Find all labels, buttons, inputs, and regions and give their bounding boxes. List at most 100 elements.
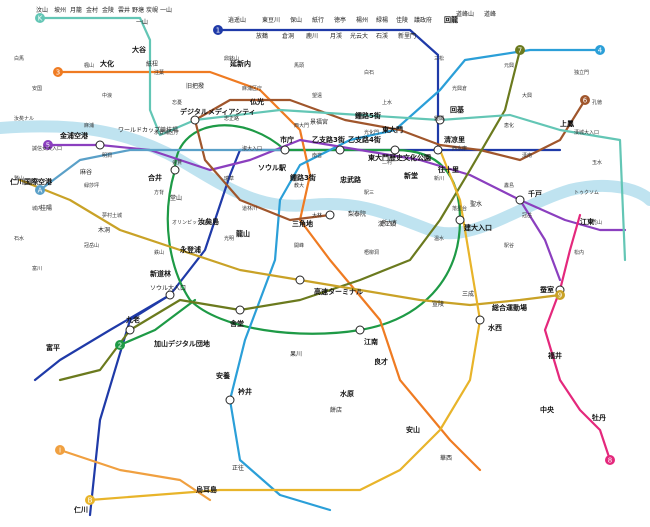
transfer-gimpo-airport[interactable]: [95, 140, 105, 150]
badge-line-7[interactable]: 7: [515, 45, 525, 55]
station-label[interactable]: 汶山: [36, 6, 48, 14]
station-label[interactable]: 楓山: [84, 62, 94, 69]
badge-line-9[interactable]: 9: [555, 290, 565, 300]
badge-line-6[interactable]: 6: [580, 95, 590, 105]
badge-line-a[interactable]: A: [35, 185, 45, 195]
station-samgakji[interactable]: 三角地: [292, 219, 313, 228]
station-sicheong[interactable]: 市庁: [280, 135, 294, 144]
station-label[interactable]: 二村: [382, 159, 392, 166]
station-label[interactable]: オリンピック公園: [172, 220, 212, 226]
transfer-dmc[interactable]: [190, 115, 200, 125]
station-label[interactable]: 坡州: [54, 6, 66, 14]
station-label[interactable]: 放鶴: [256, 32, 268, 40]
station-dmc[interactable]: デジタルメディアシティ: [180, 107, 256, 116]
station-cheongnyangni[interactable]: 清凉里: [444, 135, 465, 144]
station-label[interactable]: 佳陵: [396, 16, 408, 24]
station-label[interactable]: 白石: [364, 69, 374, 76]
station-guro[interactable]: 九老: [125, 315, 140, 324]
transfer-suseo[interactable]: [475, 315, 485, 325]
station-gasan[interactable]: 加山デジタル団地: [153, 339, 210, 348]
station-label[interactable]: 金陵: [102, 6, 114, 14]
station-label[interactable]: 禿山: [592, 219, 602, 226]
station-hangang[interactable]: 漢江鎮: [378, 220, 396, 228]
station-jamsil[interactable]: 蚕室: [539, 285, 554, 294]
station-jongno5ga[interactable]: 鍾路5街: [355, 111, 381, 120]
station-label[interactable]: 漢城大入口: [574, 129, 599, 136]
station-euljiro3ga[interactable]: 乙支路3街: [312, 135, 345, 144]
station-label[interactable]: 光明: [224, 235, 234, 242]
station-yeonsinnae[interactable]: 延新内: [229, 59, 251, 68]
station-daehwa[interactable]: 大化: [100, 59, 114, 68]
station-label[interactable]: 野塘: [132, 6, 144, 14]
station-label[interactable]: 冠岳山: [84, 242, 99, 249]
station-label[interactable]: 光化門: [364, 129, 379, 136]
station-label[interactable]: 月籠: [70, 6, 82, 14]
station-label[interactable]: トゥクソム: [574, 190, 599, 196]
badge-line-k[interactable]: K: [35, 13, 45, 23]
station-cheonho[interactable]: 千戸: [528, 189, 542, 198]
station-label[interactable]: 雲井: [118, 6, 130, 14]
station-suseo[interactable]: 水西: [488, 323, 502, 332]
station-label[interactable]: 光云大: [350, 32, 368, 40]
station-label[interactable]: 松内: [574, 249, 584, 256]
station-label[interactable]: 明洞: [102, 152, 112, 159]
station-yeongdeungpo[interactable]: 永登浦: [179, 245, 201, 254]
station-label[interactable]: 瑞草: [224, 175, 234, 182]
station-label[interactable]: 汝矣ナル: [14, 115, 34, 122]
station-label[interactable]: 夢村土城: [102, 212, 122, 219]
station-bupyeong[interactable]: 富平: [46, 343, 60, 352]
station-gwacheon[interactable]: 果川: [290, 351, 302, 358]
station-label[interactable]: 石渓: [376, 32, 388, 40]
station-label[interactable]: 冠岳: [522, 212, 532, 219]
station-label[interactable]: 誠信女大入口: [32, 145, 62, 152]
station-label[interactable]: 鍾閣: [434, 115, 444, 122]
station-magok[interactable]: 麻谷: [80, 168, 92, 176]
station-hwaseo[interactable]: 華西: [440, 454, 452, 462]
station-hoegi[interactable]: 回基: [450, 105, 465, 114]
station-hapjeong[interactable]: 合井: [147, 173, 162, 182]
station-sindang[interactable]: 新堂: [404, 171, 418, 180]
station-itaewon[interactable]: 梨泰院: [348, 210, 366, 218]
station-label[interactable]: 大林: [312, 212, 322, 219]
station-label[interactable]: 忠正路: [224, 115, 239, 122]
transfer-euljiro[interactable]: [335, 145, 345, 155]
station-gyeongbokgung[interactable]: 景福宮: [310, 118, 328, 126]
badge-line-5[interactable]: 5: [43, 140, 53, 150]
station-jongno3ga[interactable]: 鍾路3街: [290, 173, 316, 182]
station-label[interactable]: 望遠: [312, 92, 322, 99]
badge-line-2[interactable]: 2: [115, 340, 125, 350]
station-oido[interactable]: 烏耳島: [196, 485, 217, 494]
station-label[interactable]: 梧柳洞: [364, 249, 379, 256]
station-label[interactable]: 開峰: [294, 242, 304, 249]
station-label[interactable]: 道峰山: [456, 10, 474, 18]
badge-line-i[interactable]: I: [55, 445, 65, 455]
badge-line-b[interactable]: B: [85, 495, 95, 505]
station-gupabal[interactable]: 旧把撥: [186, 82, 204, 90]
station-jichuk[interactable]: 紙杻: [146, 60, 158, 68]
station-sindorim[interactable]: 新道林: [150, 269, 172, 278]
station-label[interactable]: 新大方: [382, 219, 397, 226]
station-label[interactable]: 炭峴: [146, 6, 158, 14]
station-sadang[interactable]: 舎堂: [230, 319, 244, 328]
station-label[interactable]: 新川: [434, 175, 444, 182]
station-label[interactable]: 新里門: [398, 32, 416, 40]
station-label[interactable]: 東豆川: [262, 16, 280, 24]
station-label[interactable]: 教大: [294, 182, 304, 189]
station-yongsan[interactable]: 龍山: [236, 229, 250, 238]
station-jungang[interactable]: 中央: [540, 405, 555, 414]
station-label[interactable]: 楊州: [356, 16, 368, 24]
station-label[interactable]: 白馬: [14, 55, 24, 62]
transfer-sadang[interactable]: [235, 305, 245, 315]
station-ilsan[interactable]: 一山: [136, 18, 148, 26]
station-label[interactable]: 温水: [434, 235, 444, 242]
station-label[interactable]: 上水: [382, 99, 392, 106]
station-chungmuro[interactable]: 忠武路: [340, 175, 362, 184]
station-gyeyang[interactable]: 桂陽: [40, 204, 52, 212]
transfer-cheonho[interactable]: [515, 195, 525, 205]
station-label[interactable]: 保山: [290, 16, 302, 24]
station-label[interactable]: 麻浦区庁: [242, 85, 262, 92]
station-label[interactable]: 西氷庫: [452, 145, 467, 152]
station-label[interactable]: 大興: [522, 92, 532, 99]
station-label[interactable]: 西大門: [294, 122, 309, 129]
station-world-cup[interactable]: ワールドカップ競技場: [118, 126, 178, 134]
